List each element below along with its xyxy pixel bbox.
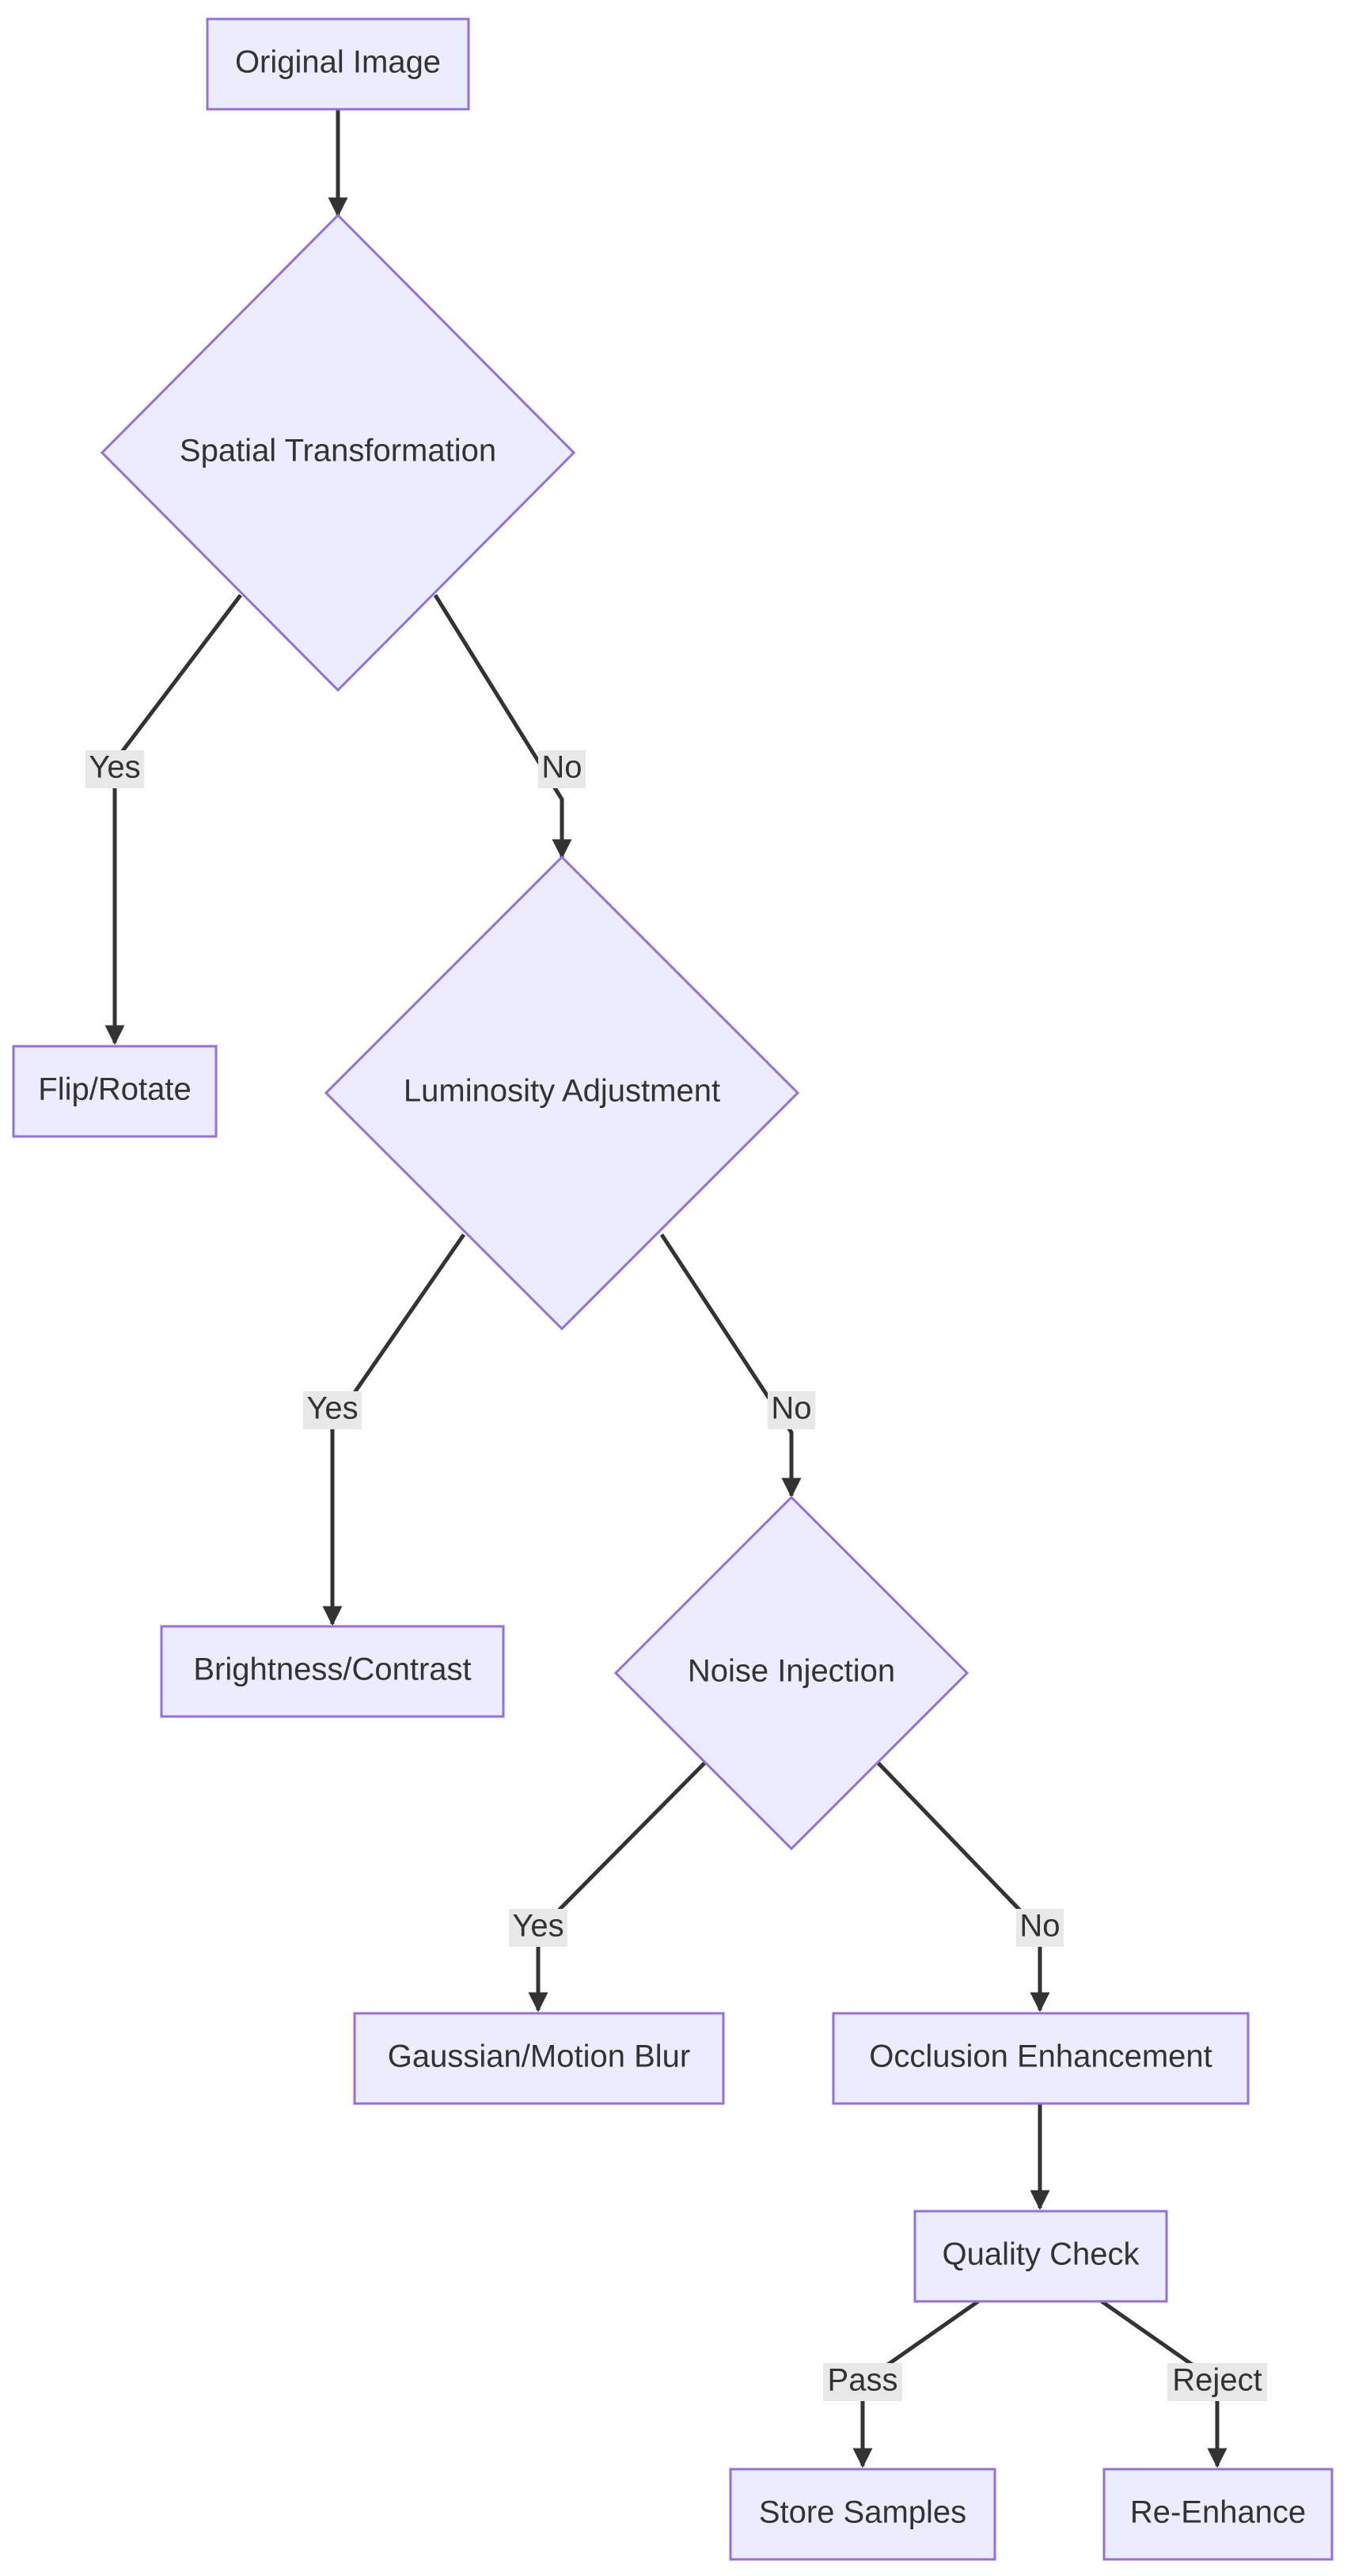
decision-label: Spatial Transformation	[180, 434, 496, 469]
edge-spatial-yes	[104, 594, 242, 1045]
node-label: Re-Enhance	[1130, 2495, 1306, 2530]
edge-label-quality-pass: Pass	[828, 2363, 898, 2398]
node-label: Store Samples	[759, 2495, 966, 2530]
node-label: Brightness/Contrast	[193, 1652, 471, 1687]
node-original-image: Original Image	[206, 17, 470, 111]
node-label: Occlusion Enhancement	[869, 2039, 1212, 2074]
decision-spatial-transformation: Spatial Transformation	[100, 213, 576, 692]
edge-label-spatial-no: No	[541, 750, 582, 785]
edge-spatial-no	[433, 594, 572, 859]
edge-noise-yes	[528, 1762, 706, 2013]
node-label: Quality Check	[943, 2237, 1140, 2272]
node-re-enhance: Re-Enhance	[1102, 2468, 1334, 2561]
edge-label-noise-yes: Yes	[512, 1909, 563, 1944]
edge-label-quality-reject: Reject	[1172, 2363, 1262, 2398]
edge-label-noise-no: No	[1019, 1909, 1060, 1944]
node-occlusion-enhancement: Occlusion Enhancement	[832, 2012, 1250, 2105]
decision-noise-injection: Noise Injection	[613, 1495, 969, 1851]
edge-label-spatial-yes: Yes	[89, 750, 140, 785]
node-label: Gaussian/Motion Blur	[388, 2039, 690, 2074]
decision-label: Noise Injection	[688, 1654, 895, 1689]
node-label: Flip/Rotate	[38, 1072, 191, 1107]
node-label: Original Image	[235, 45, 441, 80]
edge-luminosity-no	[659, 1233, 802, 1498]
node-flip-rotate: Flip/Rotate	[12, 1045, 218, 1138]
node-gaussian-motion-blur: Gaussian/Motion Blur	[353, 2012, 725, 2105]
node-store-samples: Store Samples	[729, 2468, 996, 2561]
node-quality-check: Quality Check	[913, 2210, 1168, 2303]
edge-labels: Yes No Yes No Yes No Pass Reject	[85, 750, 1267, 2401]
decision-label: Luminosity Adjustment	[404, 1074, 720, 1109]
node-brightness-contrast: Brightness/Contrast	[160, 1625, 505, 1718]
edge-label-luminosity-yes: Yes	[306, 1391, 358, 1426]
edge-noise-no	[877, 1762, 1050, 2013]
decision-luminosity-adjustment: Luminosity Adjustment	[324, 855, 800, 1331]
edge-label-luminosity-no: No	[771, 1391, 811, 1426]
